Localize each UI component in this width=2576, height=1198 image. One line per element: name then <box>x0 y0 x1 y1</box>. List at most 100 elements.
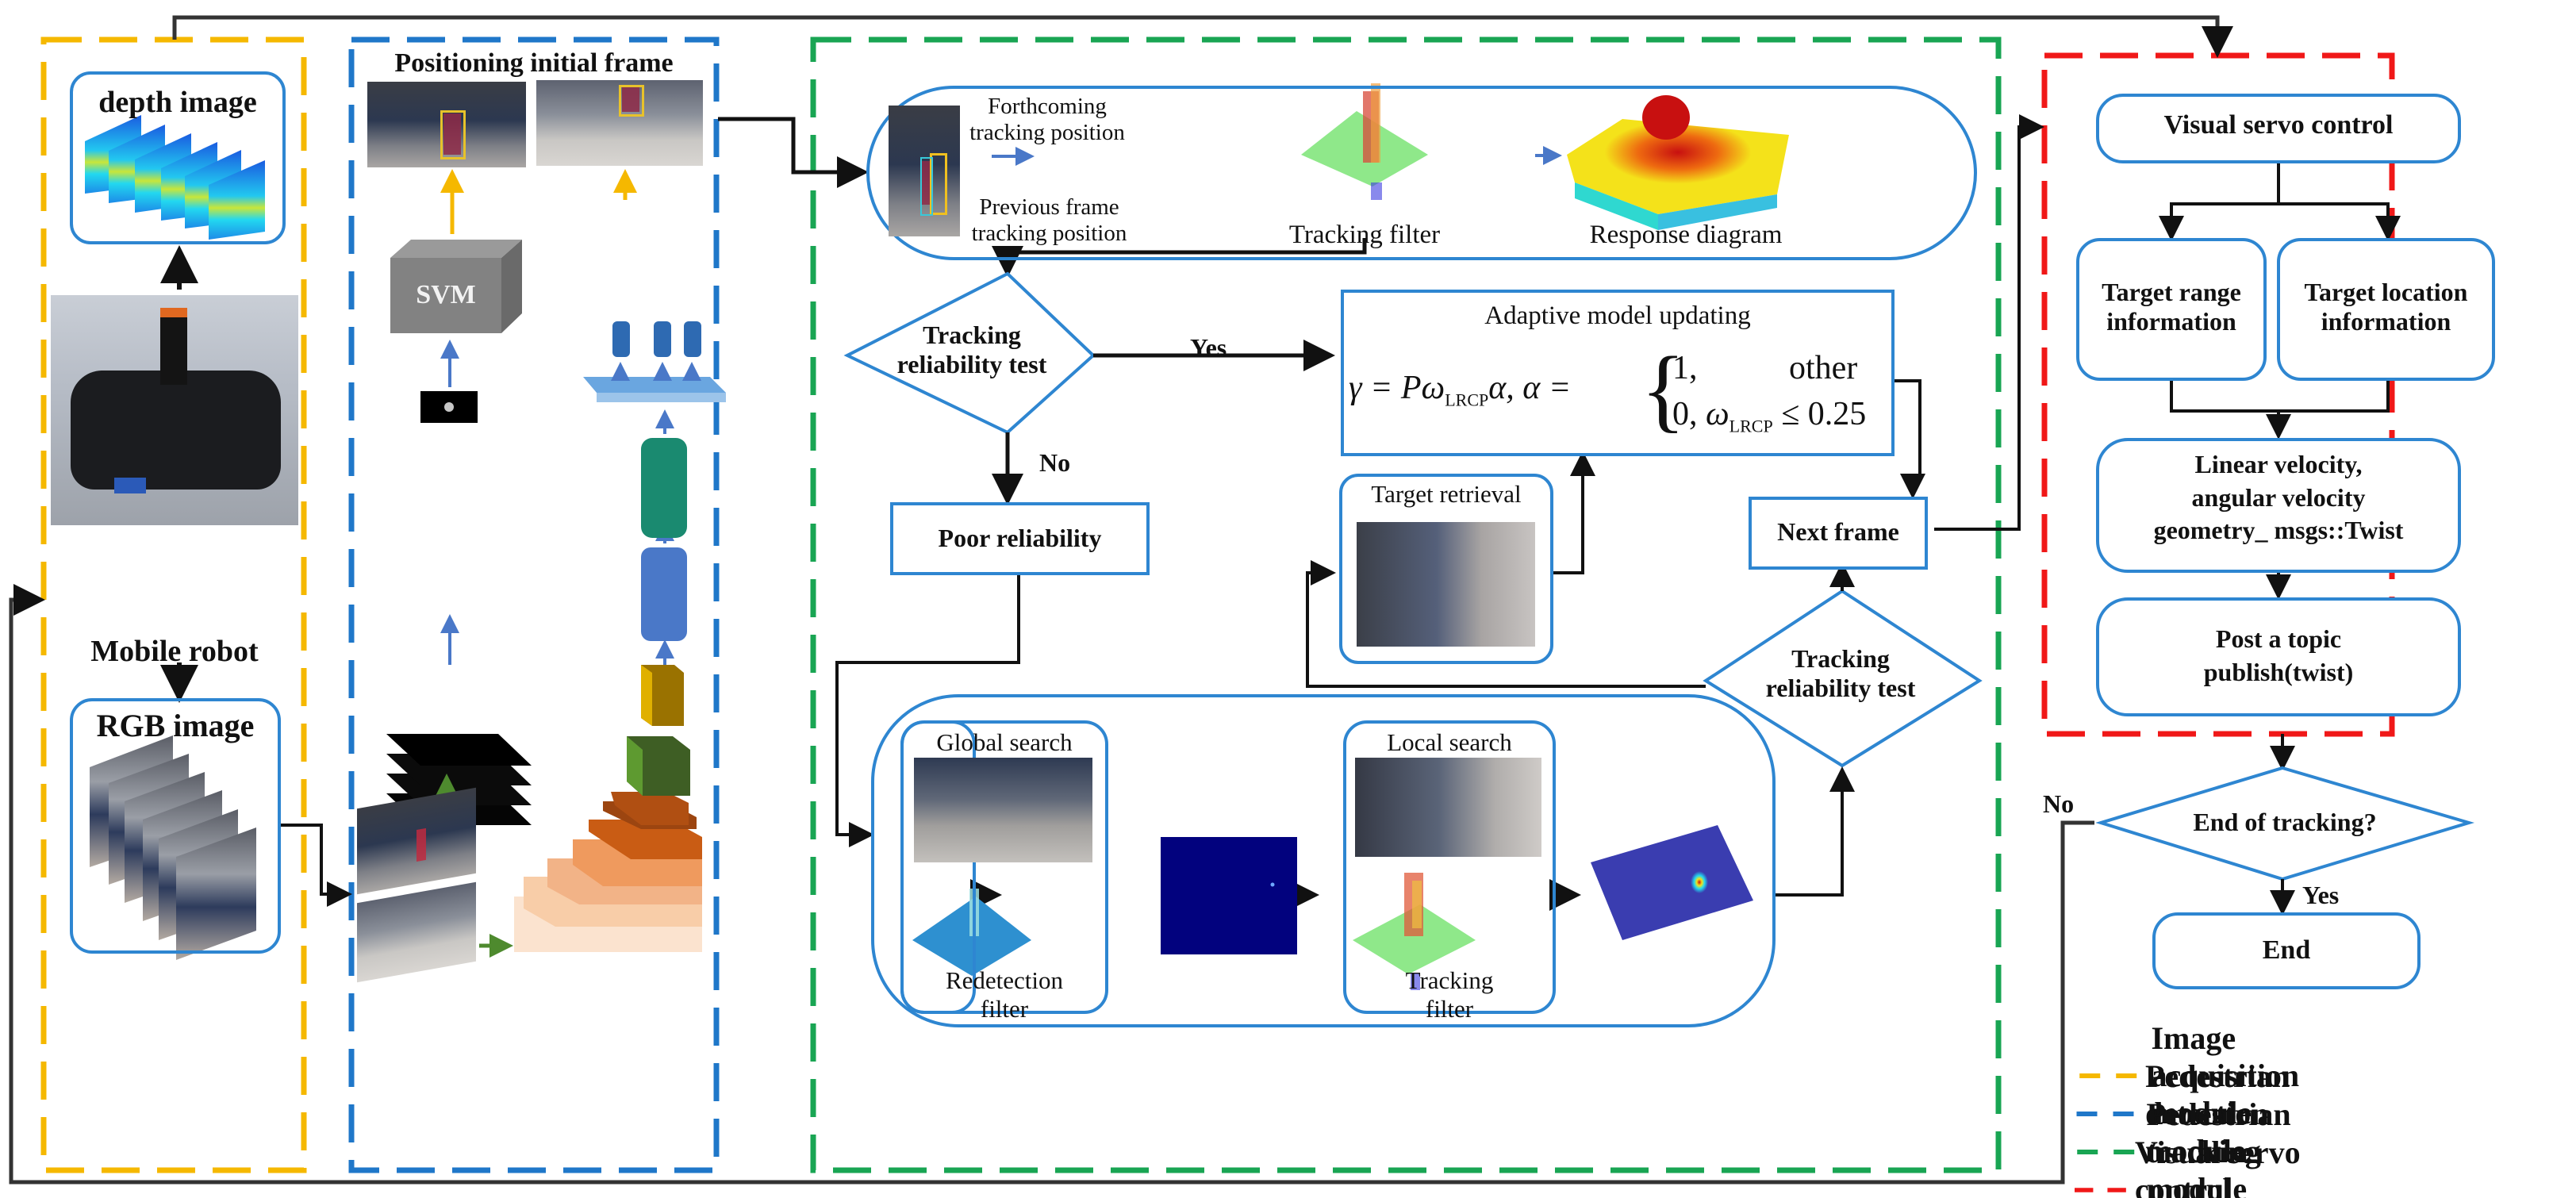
formula-alpha: α, α = <box>1488 370 1572 406</box>
depth-image-box <box>70 71 286 244</box>
search-pipeline-capsule <box>871 694 1776 1027</box>
poor-reliability-box <box>890 502 1150 575</box>
connector-retrieval-to-adaptive <box>1553 451 1595 574</box>
local-response-map <box>1591 825 1753 940</box>
target-range-label: Target range information <box>2072 278 2271 336</box>
connector-test2-to-retrieval <box>1306 560 1706 688</box>
robot-camera-cap <box>160 308 187 317</box>
legend-label-tracking: Pedestrian tracking module <box>2146 1096 2291 1198</box>
robot-wheel-accent <box>114 478 146 493</box>
diamond-reliability-test-2 <box>1703 589 1983 768</box>
velocity-line-1: Linear velocity, <box>2194 450 2363 478</box>
local-search-label: Local search <box>1387 728 1512 756</box>
post-topic-line-2: publish(twist) <box>2203 657 2354 686</box>
mobile-robot-photo <box>51 295 298 525</box>
tracking-input-frame <box>889 106 960 236</box>
formula-case2-rhs: ≤ 0.25 <box>1781 396 1867 432</box>
svm-label: SVM <box>416 280 476 309</box>
legend-swatch-servo <box>2075 1187 2133 1192</box>
target-retrieval-image <box>1357 522 1535 647</box>
positioning-initial-frame-title: Positioning initial frame <box>394 48 674 78</box>
detection-frame-2 <box>536 80 703 166</box>
arrow-to-range <box>2159 202 2278 241</box>
legend-item-tracking: Pedestrian tracking module <box>2075 1096 2349 1198</box>
previous-position-label: Previous frame tracking position <box>964 194 1134 248</box>
legend-swatch-tracking <box>2077 1149 2141 1154</box>
response-diagram-plot <box>1567 95 1789 230</box>
arrow-detection-to-tracking <box>718 119 863 172</box>
post-topic-label: Post a topic publish(twist) <box>2096 623 2461 689</box>
target-location-box <box>2277 238 2495 381</box>
previous-line-1: Previous frame <box>979 194 1119 220</box>
arrow-to-location <box>2278 202 2401 241</box>
cnn-output-1 <box>612 321 630 357</box>
target-range-box <box>2076 238 2267 381</box>
legend-swatch-detection <box>2076 1111 2140 1116</box>
rgb-image-stack <box>90 735 256 960</box>
global-search-rounded <box>900 720 1108 1014</box>
arrow-detection-to-tracking-line <box>718 117 869 188</box>
connector-bottom-loop <box>9 584 2094 1185</box>
velocity-line-3: geometry_ msgs::Twist <box>2153 516 2404 545</box>
reliability-test-1-line-2: reliability test <box>896 349 1047 378</box>
legend-item-detection: Pedestrian detection module <box>2075 1058 2349 1169</box>
cnn-output-3 <box>684 321 701 357</box>
frame-pedestrian-tracking <box>810 36 2002 1173</box>
global-search-image <box>914 758 1092 862</box>
rgb-image-label: RGB image <box>96 708 255 743</box>
global-response-map <box>1161 837 1297 954</box>
formula-case1-value: 1, <box>1672 350 1698 386</box>
adaptive-model-updating-box <box>1341 290 1895 456</box>
reliability-test-2-line-2: reliability test <box>1765 673 1916 702</box>
connector-poor-to-search <box>835 575 1020 847</box>
visual-servo-control-box <box>2096 94 2461 163</box>
cnn-block-blue <box>641 547 687 641</box>
cnn-plate-right <box>643 377 726 393</box>
reliability-test-2-label: Tracking reliability test <box>1722 644 1960 703</box>
reliability-test-1-line-1: Tracking <box>923 321 1021 349</box>
local-tracking-filter-label: Tracking filter <box>1343 966 1556 1023</box>
velocity-box <box>2096 438 2461 573</box>
visual-servo-control-label: Visual servo control <box>2163 110 2394 140</box>
tracking-filter-label: Tracking filter <box>1288 221 1441 249</box>
robot-camera <box>160 309 187 385</box>
post-topic-line-1: Post a topic <box>2215 624 2342 653</box>
rgb-image-box <box>70 698 281 954</box>
target-range-line-2: information <box>2106 306 2236 336</box>
cnn-pyramid <box>514 665 702 952</box>
legend-swatch-acquisition <box>2079 1073 2144 1078</box>
reliability-test-2-line-1: Tracking <box>1791 644 1890 673</box>
depth-image-label: depth image <box>98 86 257 119</box>
formula-case2-value: 0, <box>1672 396 1698 432</box>
connector-search-to-test2 <box>1776 766 1855 897</box>
formula-gamma: γ = Pω <box>1349 370 1445 406</box>
target-range-line-1: Target range <box>2102 278 2241 306</box>
cnn-plate-left <box>583 377 665 393</box>
target-location-line-2: information <box>2321 306 2451 336</box>
velocity-label: Linear velocity, angular velocity geomet… <box>2096 448 2461 547</box>
mobile-robot-label: Mobile robot <box>90 635 259 668</box>
redetection-filter-line-2: filter <box>980 994 1029 1023</box>
formula-case2-omega: ω <box>1706 396 1729 432</box>
legend-item-servo: Visual servo control module <box>2075 1134 2305 1198</box>
next-frame-label: Next frame <box>1777 517 1899 546</box>
connector-top-feedback <box>172 15 2233 58</box>
adaptive-formula: γ = PωLRCPα, α = { 1, other 0, ωLRCP ≤ 0… <box>1349 343 1888 444</box>
yes-label-1: Yes <box>1190 333 1227 362</box>
end-of-tracking-label: End of tracking? <box>2193 808 2377 836</box>
tracking-pipeline-capsule <box>866 86 1977 260</box>
no-label-1: No <box>1039 448 1071 477</box>
end-label: End <box>2262 935 2311 965</box>
arrow-rgb-to-detection <box>278 824 352 907</box>
legend-label-detection: Pedestrian detection module <box>2144 1058 2290 1169</box>
post-topic-box <box>2096 597 2461 716</box>
forthcoming-position-label: Forthcoming tracking position <box>964 94 1131 147</box>
formula-sub-1: LRCP <box>1445 390 1489 410</box>
local-search-image <box>1355 758 1541 857</box>
target-retrieval-label: Target retrieval <box>1371 480 1522 508</box>
formula-brace: { <box>1641 337 1686 441</box>
cnn-output-2 <box>654 321 671 357</box>
local-tracking-filter-line-1: Tracking <box>1405 966 1494 994</box>
